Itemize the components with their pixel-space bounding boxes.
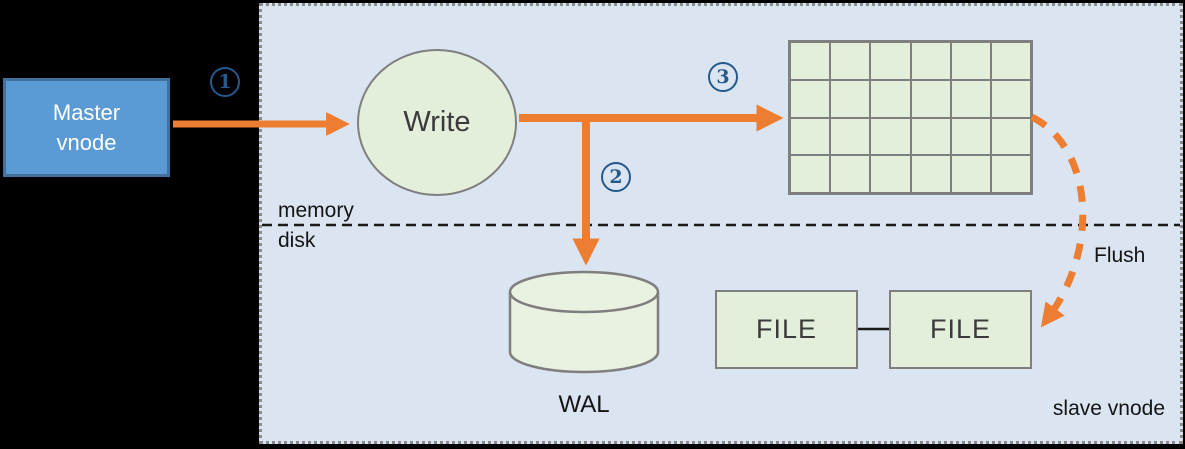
file-box-2-label: FILE [929,314,992,344]
wal-cylinder-top [508,270,660,314]
master-vnode-label-line2: vnode [56,129,117,155]
grid-cell [830,42,871,80]
file-box-2: FILE [889,290,1032,369]
grid-cell [790,79,831,118]
step-3-number: 3 [716,66,730,88]
grid-cell [790,155,831,193]
grid-cell [950,117,991,156]
grid-cell [990,79,1031,118]
flush-label: Flush [1094,244,1146,267]
step-2-number: 2 [609,166,623,188]
slave-vnode-label: slave vnode [1052,397,1165,420]
grid-cell [830,155,871,193]
disk-label: disk [278,229,316,252]
file-box-1-label: FILE [755,314,818,344]
wal-label: WAL [558,391,610,418]
grid-cell [990,117,1031,156]
grid-cell [950,155,991,193]
step-3-badge: 3 [708,62,738,92]
grid-cell [910,155,951,193]
master-vnode-label-line1: Master [52,100,121,126]
grid-cell [870,155,911,193]
grid-cell [950,42,991,80]
grid-cell [870,42,911,80]
step-1-number: 1 [218,71,232,93]
step-1-badge: 1 [210,67,240,97]
memory-label: memory [278,199,354,222]
master-vnode-box: Master vnode [3,78,170,177]
grid-cell [870,117,911,156]
wal-cylinder [508,270,660,374]
grid-cell [910,79,951,118]
grid-cell [990,42,1031,80]
grid-cell [870,79,911,118]
wal-cylinder-body [508,292,660,374]
grid-cell [990,155,1031,193]
memtable-grid [788,40,1033,195]
step-2-badge: 2 [601,162,631,192]
grid-cell [950,79,991,118]
write-node: Write [357,49,517,196]
file-box-1: FILE [715,290,858,369]
grid-cell [910,42,951,80]
write-node-label: Write [403,106,471,138]
grid-cell [830,79,871,118]
grid-cell [790,117,831,156]
grid-cell [830,117,871,156]
grid-cell [790,42,831,80]
grid-cell [910,117,951,156]
